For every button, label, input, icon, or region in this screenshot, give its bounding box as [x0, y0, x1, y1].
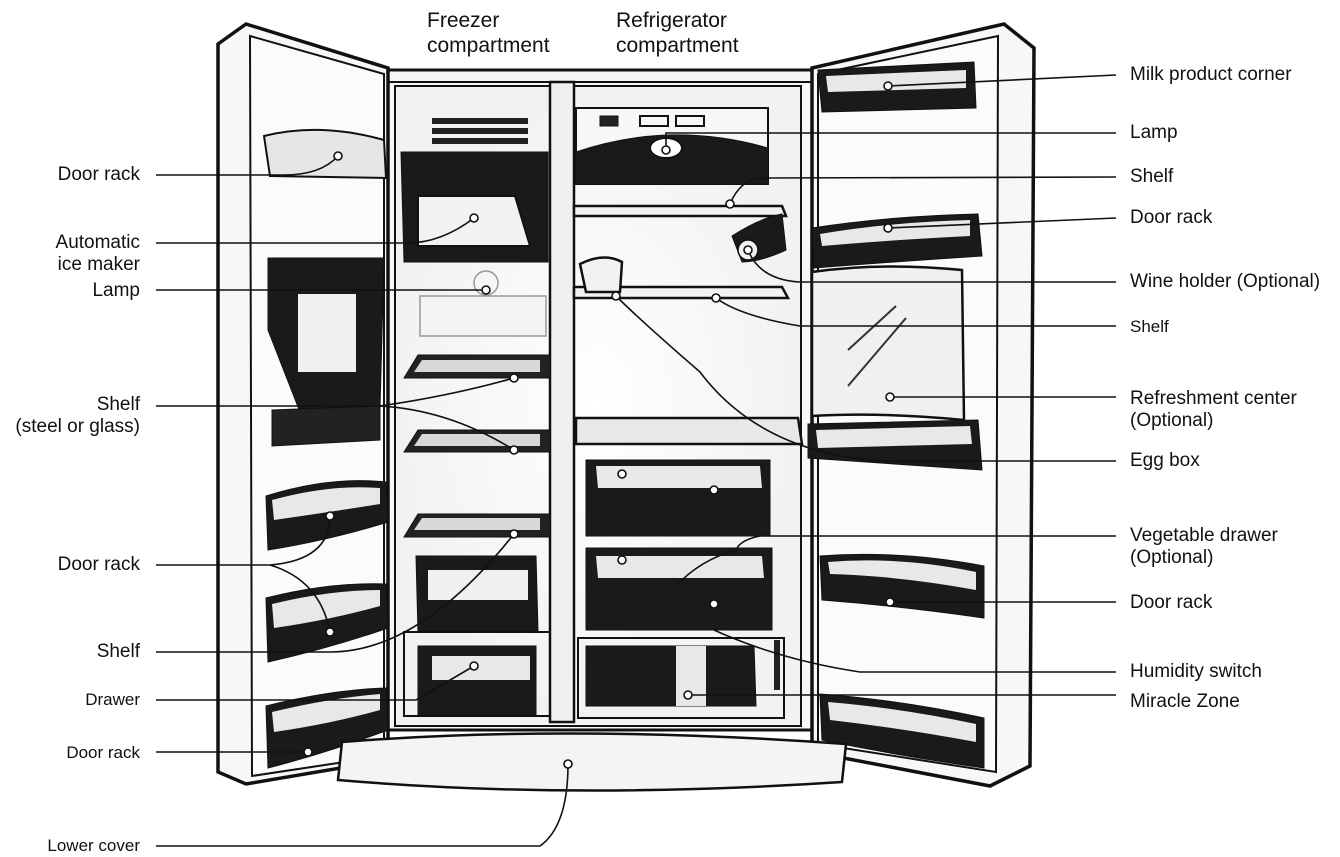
refrigerator-interior	[572, 107, 804, 719]
label-drawer: Drawer	[85, 690, 140, 709]
label-humidity-switch: Humidity switch	[1130, 661, 1262, 682]
label-shelf-steel-glass: Shelf (steel or glass)	[15, 394, 140, 437]
label-vegetable-drawer: Vegetable drawer (Optional)	[1130, 525, 1278, 568]
label-door-rack-2: Door rack	[57, 554, 140, 575]
callout-dots	[303, 81, 895, 769]
label-door-rack-3: Door rack	[66, 743, 140, 762]
label-door-rack-right-1: Door rack	[1130, 207, 1213, 228]
label-refreshment-center: Refreshment center (Optional)	[1130, 388, 1297, 431]
label-wine-holder: Wine holder (Optional)	[1130, 271, 1321, 292]
right-door	[807, 22, 1036, 788]
label-shelf-right-2: Shelf	[1130, 317, 1169, 336]
label-lower-cover: Lower cover	[47, 836, 140, 855]
label-milk-product-corner: Milk product corner	[1130, 64, 1292, 85]
label-miracle-zone: Miracle Zone	[1130, 691, 1240, 712]
label-automatic-ice-maker: Automatic ice maker	[55, 232, 140, 275]
left-door	[216, 22, 390, 786]
label-lamp-right: Lamp	[1130, 122, 1178, 143]
label-lamp-left: Lamp	[92, 280, 140, 301]
label-egg-box: Egg box	[1130, 450, 1200, 471]
refrigerator-compartment-label: Refrigerator compartment	[616, 9, 739, 57]
freezer-interior	[400, 118, 551, 717]
freezer-compartment-label: Freezer compartment	[427, 9, 550, 57]
leader-lines	[156, 74, 1117, 847]
label-door-rack-right-2: Door rack	[1130, 592, 1213, 613]
label-shelf-right-1: Shelf	[1130, 166, 1174, 187]
lower-cover	[336, 732, 848, 792]
label-door-rack-1: Door rack	[57, 164, 140, 185]
label-shelf-left: Shelf	[96, 641, 140, 662]
